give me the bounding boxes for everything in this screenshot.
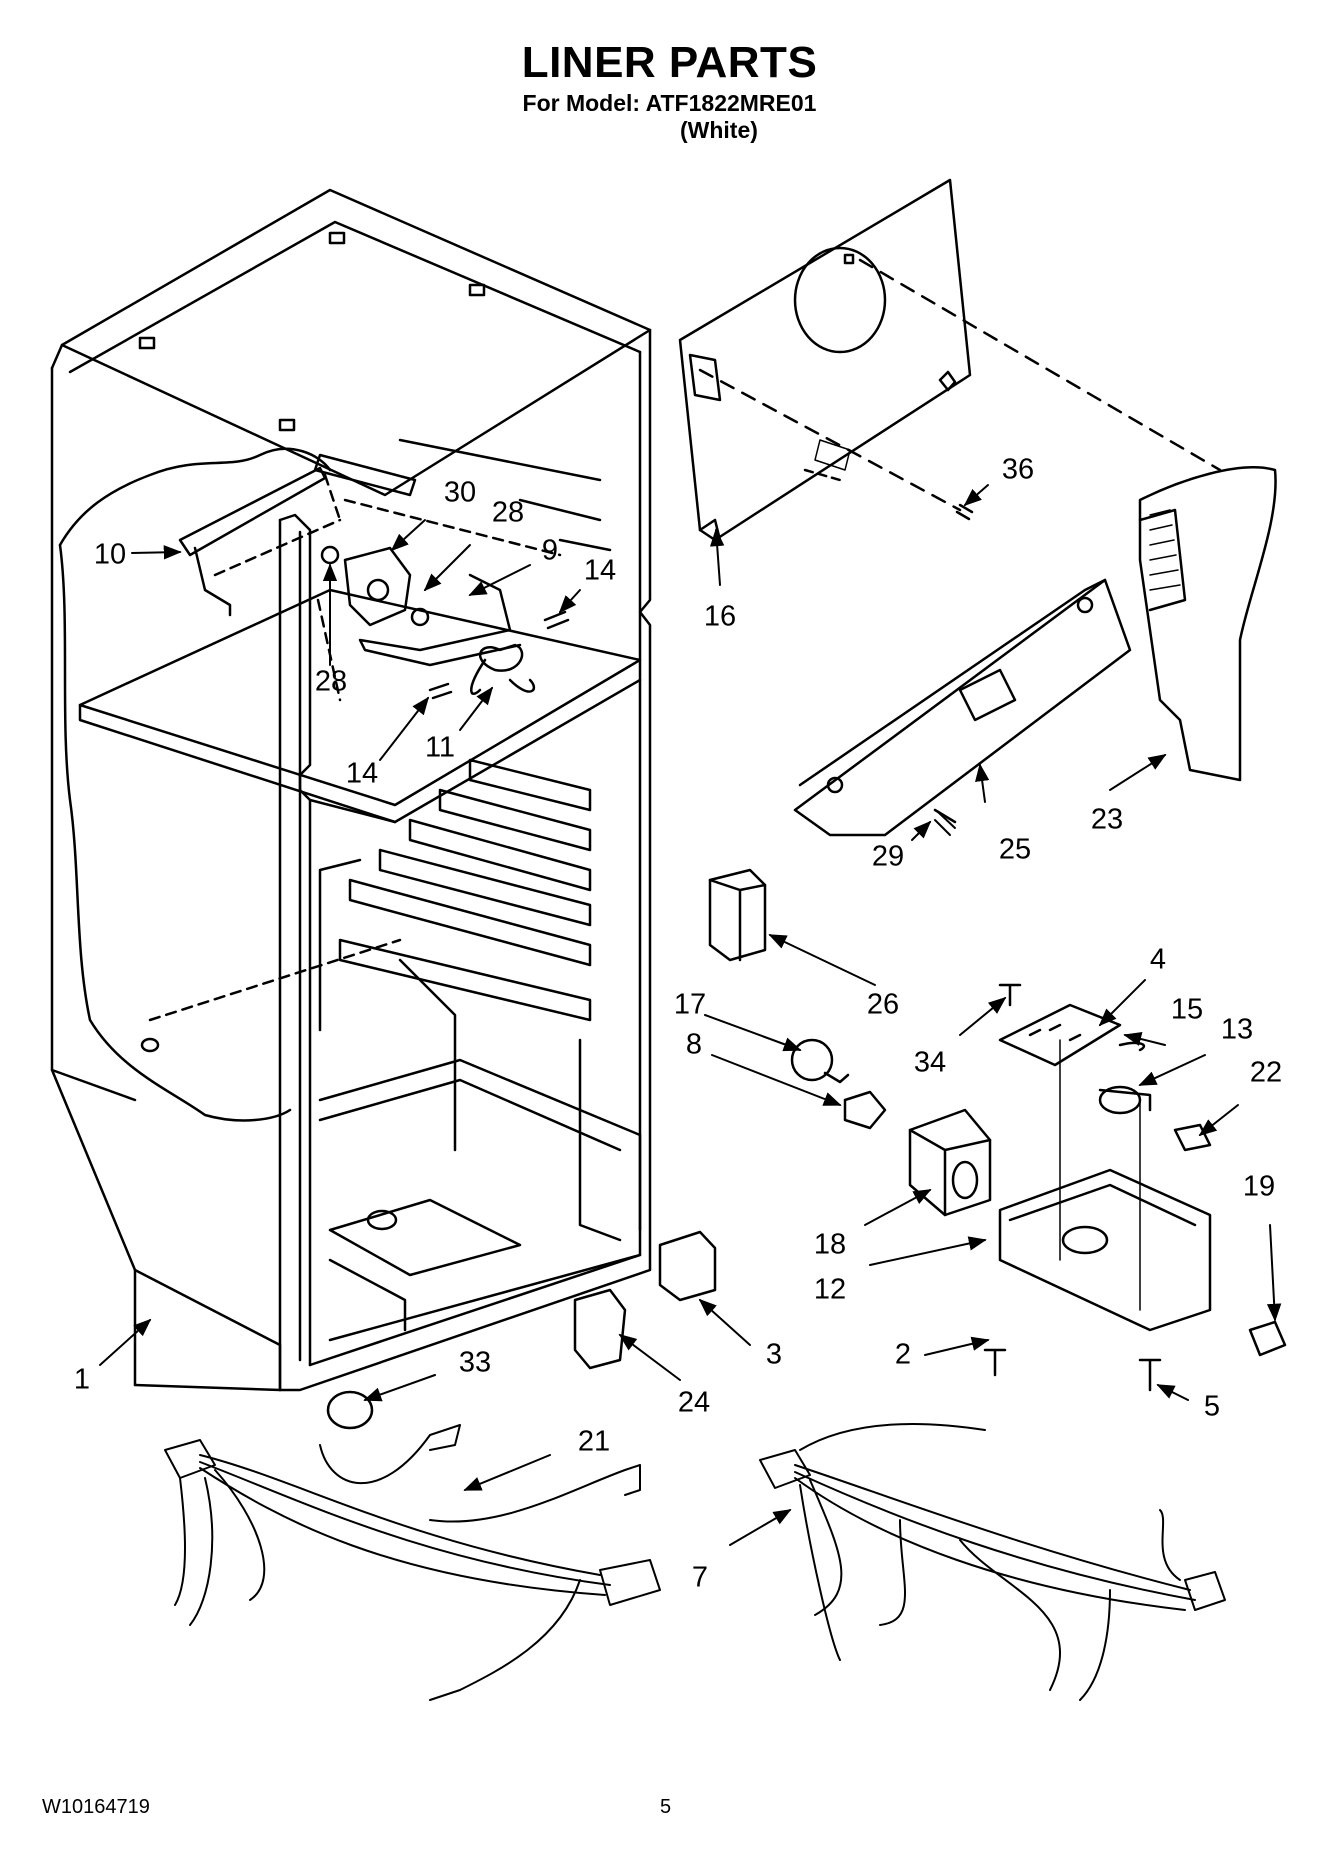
leader-arrows — [99, 484, 1282, 1546]
air-duct — [793, 578, 1132, 837]
callout-14-upper: 14 — [583, 554, 617, 587]
callout-30: 30 — [443, 476, 477, 509]
callout-29: 29 — [871, 840, 905, 873]
callout-11: 11 — [424, 731, 456, 764]
callout-1: 1 — [73, 1363, 91, 1396]
model-line: For Model: ATF1822MRE01 — [522, 90, 817, 116]
callout-24: 24 — [677, 1386, 711, 1419]
callout-5: 5 — [1203, 1390, 1221, 1423]
callout-19: 19 — [1242, 1170, 1276, 1203]
callout-25: 25 — [998, 833, 1032, 866]
control-housing — [1138, 466, 1277, 782]
callout-22: 22 — [1249, 1056, 1283, 1089]
document-number: W10164719 — [42, 1796, 150, 1818]
callout-21: 21 — [577, 1425, 611, 1458]
callout-33: 33 — [458, 1346, 492, 1379]
callout-12: 12 — [813, 1273, 847, 1306]
callout-2: 2 — [894, 1338, 912, 1371]
callout-23: 23 — [1090, 803, 1124, 836]
liner-cabinet — [50, 188, 652, 1392]
wire-harnesses — [164, 1423, 1226, 1701]
callout-36: 36 — [1001, 453, 1035, 486]
callout-13: 13 — [1220, 1013, 1254, 1046]
callout-8: 8 — [685, 1028, 703, 1061]
callout-28-right: 28 — [491, 496, 525, 529]
page-number: 5 — [660, 1796, 672, 1818]
page-title: LINER PARTS — [521, 38, 818, 87]
callout-10: 10 — [93, 538, 127, 571]
callout-34: 34 — [913, 1046, 947, 1079]
callout-28-left: 28 — [314, 665, 348, 698]
callout-7: 7 — [691, 1561, 709, 1594]
model-variant: (White) — [680, 117, 758, 143]
callout-17: 17 — [673, 988, 707, 1021]
callout-16: 16 — [703, 600, 737, 633]
callout-18: 18 — [813, 1228, 847, 1261]
callout-3: 3 — [765, 1338, 783, 1371]
callout-26: 26 — [866, 988, 900, 1021]
fan-motor-bracket-assembly — [178, 453, 570, 702]
callout-9: 9 — [541, 534, 559, 567]
evaporator-cover-panel — [678, 178, 1222, 542]
small-parts — [326, 503, 1287, 1430]
callout-14-lower: 14 — [345, 757, 379, 790]
callout-15: 15 — [1170, 993, 1204, 1026]
callout-4: 4 — [1149, 943, 1167, 976]
